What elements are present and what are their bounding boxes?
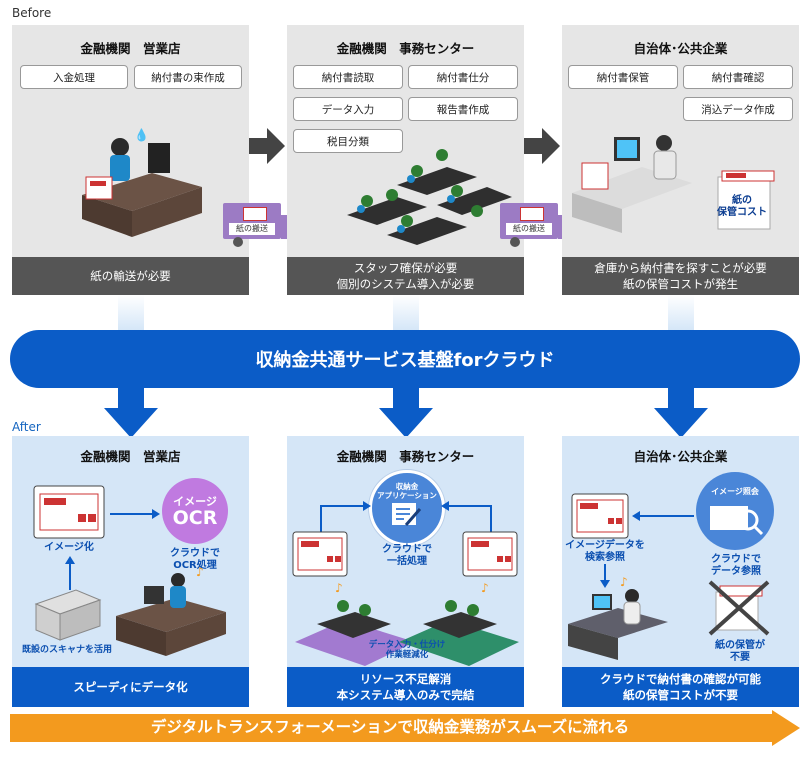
- municipal-office-illustration: [572, 135, 692, 233]
- down-arrow: [104, 386, 158, 438]
- image-label: イメージ化: [44, 542, 94, 553]
- task-box: 納付書の束作成: [134, 65, 242, 89]
- before-panel-branch: 金融機関 営業店 入金処理 納付書の束作成 💧 紙の輸送が必要: [12, 25, 249, 295]
- svg-text:♪: ♪: [481, 581, 489, 595]
- work-reduction-label: データ入力・仕分け 作業軽減化: [368, 640, 446, 660]
- connector: [668, 295, 694, 335]
- task-box: データ入力: [293, 97, 403, 121]
- cloud-platform-bar: 収納金共通サービス基盤forクラウド: [10, 330, 800, 388]
- paper-stack-icon: [717, 170, 775, 230]
- flow-arrow: [110, 509, 160, 519]
- down-small-arrow: [600, 564, 610, 588]
- after-panel-center: 金融機関 事務センター 収納金 アプリケーション クラウドで 一括処理: [287, 436, 524, 707]
- flow-arrow: [249, 128, 285, 164]
- up-arrow: [65, 556, 75, 590]
- before-panel-center: 金融機関 事務センター 納付書読取 納付書仕分 データ入力 報告書作成 税目分類…: [287, 25, 524, 295]
- after-label: After: [12, 420, 41, 434]
- image-view-circle: イメージ照会: [696, 472, 774, 550]
- flow-arrow: [632, 511, 694, 521]
- svg-text:♪: ♪: [335, 581, 343, 595]
- panel-title: 金融機関 営業店: [80, 449, 181, 464]
- after-panel-municipality: 自治体･公共企業 イメージ照会 クラウドで データ参照 イメージデータを 検索参…: [562, 436, 799, 707]
- after-panel-branch: 金融機関 営業店 イメージ化 イメージ OCR クラウドで OCR処理 既設のス…: [12, 436, 249, 707]
- task-box: 納付書確認: [683, 65, 793, 89]
- paper-truck: 紙の搬送: [223, 203, 309, 247]
- flow-arrow: [524, 128, 560, 164]
- svg-text:♪: ♪: [620, 575, 628, 589]
- task-box: 納付書保管: [568, 65, 678, 89]
- batch-caption: クラウドで 一括処理: [382, 544, 432, 567]
- document-image-icon: [571, 493, 629, 539]
- cloud-platform-title: 収納金共通サービス基盤forクラウド: [255, 350, 555, 371]
- before-label: Before: [12, 6, 52, 20]
- ocr-caption: クラウドで OCR処理: [170, 548, 220, 571]
- staff-office-illustration: [347, 149, 512, 245]
- connector: [393, 295, 419, 335]
- document-image-icon: [33, 485, 105, 539]
- office-desk-illustration: ♪: [568, 575, 668, 660]
- office-desk-illustration: 💧: [82, 128, 202, 237]
- panel-title: 金融機関 事務センター: [336, 449, 475, 464]
- task-box: 納付書読取: [293, 65, 403, 89]
- paper-free-caption: 紙の保管が 不要: [715, 640, 765, 663]
- task-box: 入金処理: [20, 65, 128, 89]
- task-box: 消込データ作成: [683, 97, 793, 121]
- scanner-label: 既設のスキャナを活用: [22, 645, 113, 655]
- connector: [118, 295, 144, 335]
- scanner-icon: [34, 589, 102, 641]
- dx-banner-arrow: [10, 710, 800, 746]
- task-box: 税目分類: [293, 129, 403, 153]
- down-arrow: [379, 386, 433, 438]
- down-arrow: [654, 386, 708, 438]
- dx-banner-text: デジタルトランスフォーメーションで収納金業務がスムーズに流れる: [150, 718, 630, 736]
- app-circle: 収納金 アプリケーション: [369, 470, 445, 546]
- cloud-caption: クラウドで データ参照: [711, 554, 761, 577]
- panel-title: 自治体･公共企業: [633, 449, 728, 464]
- panel-footer: 倉庫から納付書を探すことが必要 紙の保管コストが発生: [562, 257, 799, 295]
- svg-text:💧: 💧: [134, 128, 149, 142]
- svg-text:♪: ♪: [196, 565, 204, 579]
- paper-cost-label: 紙の 保管コスト: [717, 195, 767, 218]
- panel-title: 金融機関 営業店: [80, 41, 181, 56]
- task-box: 報告書作成: [408, 97, 518, 121]
- document-image-icon: [462, 531, 518, 577]
- workstation-illustration: ♪ ♪: [295, 581, 519, 666]
- ocr-circle: イメージ OCR: [162, 478, 228, 544]
- panel-footer: スピーディにデータ化: [12, 667, 249, 707]
- search-caption: イメージデータを 検索参照: [565, 540, 645, 563]
- flow-connector: [320, 501, 492, 532]
- panel-footer: スタッフ確保が必要 個別のシステム導入が必要: [287, 257, 524, 295]
- truck-label: 紙の搬送: [229, 223, 275, 235]
- panel-footer: リソース不足解消 本システム導入のみで完結: [287, 667, 524, 707]
- task-box: 納付書仕分: [408, 65, 518, 89]
- document-image-icon: [292, 531, 348, 577]
- crossed-paper-icon: [708, 580, 770, 636]
- panel-title: 自治体･公共企業: [633, 41, 728, 56]
- search-document-icon: [710, 506, 764, 536]
- before-panel-municipality: 自治体･公共企業 納付書保管 納付書確認 消込データ作成 紙の 保管コスト 倉庫…: [562, 25, 799, 295]
- panel-footer: 紙の輸送が必要: [12, 257, 249, 295]
- truck-label: 紙の搬送: [506, 223, 552, 235]
- panel-title: 金融機関 事務センター: [336, 41, 475, 56]
- edit-document-icon: [392, 503, 422, 526]
- office-desk-illustration: ♪: [116, 565, 226, 656]
- panel-footer: クラウドで納付書の確認が可能 紙の保管コストが不要: [562, 667, 799, 707]
